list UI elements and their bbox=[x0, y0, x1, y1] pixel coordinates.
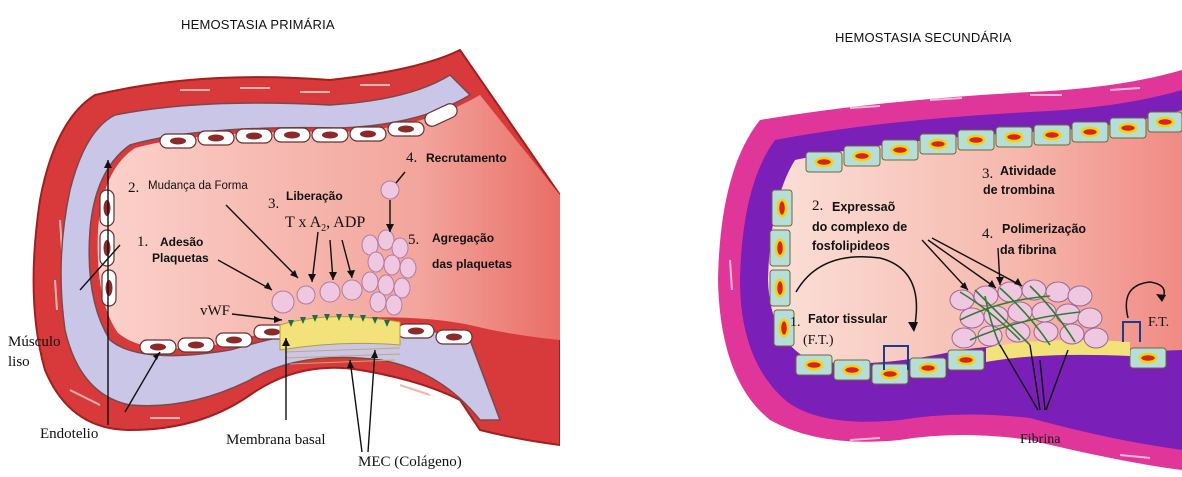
label-mec: MEC (Colágeno) bbox=[358, 454, 462, 471]
step5-number: 5. bbox=[408, 232, 419, 249]
step1-label-a: Adesão bbox=[160, 236, 203, 250]
label-ft: F.T. bbox=[1148, 315, 1169, 331]
label-fibrina: Fibrina bbox=[1020, 432, 1060, 448]
s4-number: 4. bbox=[982, 226, 993, 243]
step3-label: Liberação bbox=[286, 190, 343, 204]
label-musculo: Músculo bbox=[8, 334, 61, 351]
s2-number: 2. bbox=[812, 198, 823, 215]
s1-label-a: Fator tissular bbox=[808, 312, 887, 326]
step4-number: 4. bbox=[406, 150, 417, 167]
primary-hemostasis-panel: HEMOSTASIA PRIMÁRIA bbox=[0, 0, 560, 477]
step5-label-b: das plaquetas bbox=[432, 258, 512, 272]
label-endotelio: Endotelio bbox=[40, 426, 98, 443]
s4-label-b: da fibrina bbox=[1000, 243, 1056, 257]
s2-label-c: fosfolipideos bbox=[812, 239, 890, 253]
s2-label-b: do complexo de bbox=[812, 220, 907, 234]
s2-label-a: Expressaõ bbox=[832, 200, 895, 214]
label-liso: liso bbox=[8, 354, 30, 371]
s1-label-b: (F.T.) bbox=[803, 333, 834, 349]
s3-label-b: de trombina bbox=[983, 183, 1055, 197]
vessel-secondary-illustration bbox=[700, 0, 1182, 477]
txa2-adp-label: T x A2, ADP bbox=[285, 214, 365, 235]
secondary-hemostasis-panel: HEMOSTASIA SECUNDÁRIA bbox=[700, 0, 1182, 477]
step5-label-a: Agregação bbox=[432, 232, 494, 246]
label-membrana-basal: Membrana basal bbox=[226, 432, 326, 449]
s4-label-a: Polimerização bbox=[1002, 222, 1086, 236]
s3-number: 3. bbox=[982, 166, 993, 183]
step2-label: Mudança da Forma bbox=[148, 180, 248, 193]
label-vwf: vWF bbox=[200, 303, 230, 320]
step1-number: 1. bbox=[137, 234, 148, 251]
s1-number: 1. bbox=[790, 315, 801, 331]
step4-label: Recrutamento bbox=[426, 152, 507, 166]
step1-label-b: Plaquetas bbox=[152, 252, 209, 266]
s3-label-a: Atividade bbox=[1000, 164, 1056, 178]
step2-number: 2. bbox=[128, 180, 139, 197]
step3-number: 3. bbox=[268, 196, 279, 213]
